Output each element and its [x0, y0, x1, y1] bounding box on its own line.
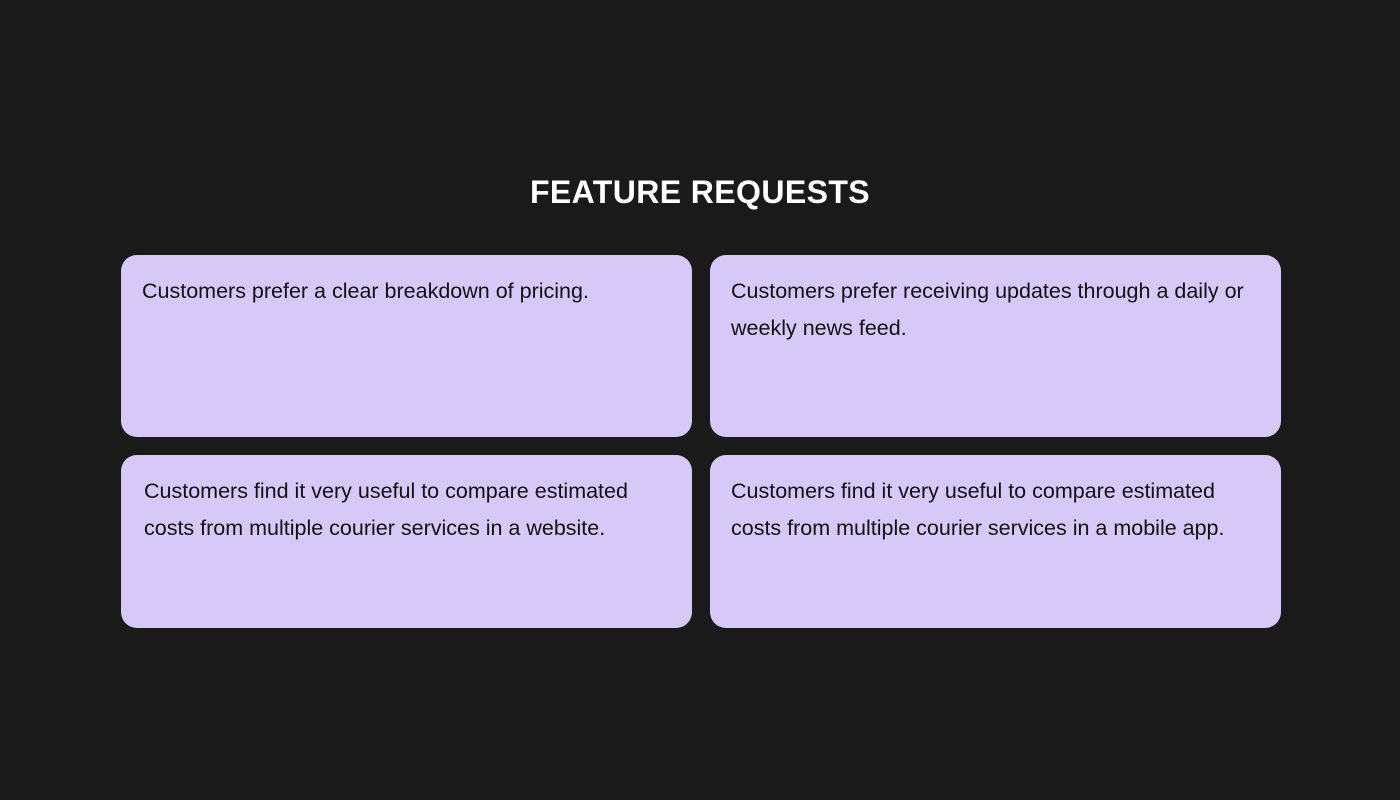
feature-request-card[interactable]: Customers find it very useful to compare… — [121, 455, 692, 628]
feature-request-card[interactable]: Customers prefer a clear breakdown of pr… — [121, 255, 692, 437]
feature-request-card[interactable]: Customers find it very useful to compare… — [710, 455, 1281, 628]
feature-request-card-text: Customers prefer receiving updates throu… — [731, 279, 1244, 340]
feature-request-card-text: Customers find it very useful to compare… — [144, 479, 628, 540]
feature-request-card[interactable]: Customers prefer receiving updates throu… — [710, 255, 1281, 437]
feature-request-card-text: Customers find it very useful to compare… — [731, 479, 1225, 540]
page-title: FEATURE REQUESTS — [529, 174, 871, 210]
feature-request-card-text: Customers prefer a clear breakdown of pr… — [142, 279, 589, 303]
feature-request-card-grid: Customers prefer a clear breakdown of pr… — [121, 255, 1281, 628]
